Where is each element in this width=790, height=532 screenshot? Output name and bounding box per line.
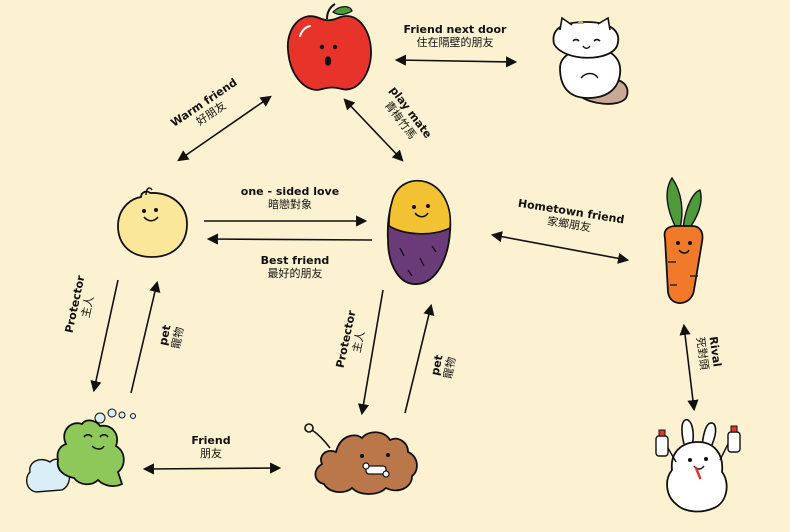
bunny-character xyxy=(655,419,741,513)
carrot-character xyxy=(663,176,704,304)
arrow-rival xyxy=(679,323,699,412)
arrow-friend xyxy=(142,462,282,475)
label-en: Friend next door xyxy=(403,23,507,36)
label-zh: 住在隔壁的朋友 xyxy=(416,35,494,49)
arrow-warm-friend xyxy=(177,95,272,162)
arrow-pet-left xyxy=(130,280,161,394)
label-one-sided-love: one - sided love 暗戀對象 xyxy=(230,185,350,211)
arrow-best-friend xyxy=(206,233,373,245)
arrow-play-mate xyxy=(343,98,404,162)
arrow-protector-center xyxy=(357,289,384,416)
label-en: one - sided love xyxy=(240,185,340,198)
arrow-hometown-friend xyxy=(490,231,630,264)
label-en: Friend xyxy=(191,434,231,447)
cat-character xyxy=(552,16,629,105)
chick-character xyxy=(117,187,188,258)
label-en: Best friend xyxy=(260,254,330,267)
label-zh: 暗戀對象 xyxy=(268,197,312,211)
label-best-friend: Best friend 最好的朋友 xyxy=(240,254,350,280)
frog-character xyxy=(25,408,136,493)
label-zh: 朋友 xyxy=(200,446,222,460)
arrow-protector-left xyxy=(90,279,119,393)
label-friend: Friend 朋友 xyxy=(176,434,246,460)
sweet-potato-character xyxy=(386,180,452,285)
label-friend-next-door: Friend next door 住在隔壁的朋友 xyxy=(385,23,525,49)
arrow-friend-next-door xyxy=(394,54,518,68)
arrow-pet-center xyxy=(404,303,435,414)
dog-character xyxy=(304,423,418,495)
apple-character xyxy=(287,3,372,91)
label-zh: 最好的朋友 xyxy=(267,266,323,280)
